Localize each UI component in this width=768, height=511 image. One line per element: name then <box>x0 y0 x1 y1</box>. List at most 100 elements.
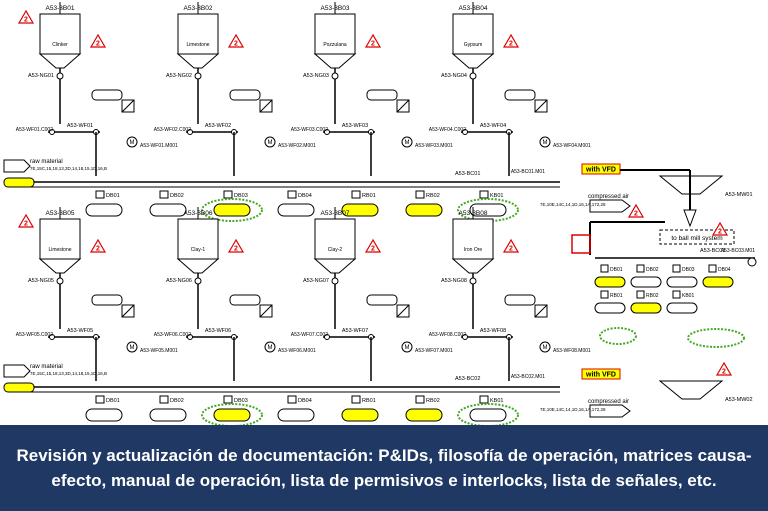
silo-1-2 <box>314 218 356 260</box>
sensor-tag-0-4: RB01 <box>362 193 376 199</box>
gate-valve-0-1 <box>194 72 202 80</box>
bc03-sensor-oval-2 <box>666 276 698 288</box>
raw-material-tag-0 <box>3 177 35 188</box>
bc03-sensor-box-1 <box>636 264 645 273</box>
motor-tag-0-0: A53-WF01.M001 <box>140 143 178 149</box>
motor-label-1-2: M <box>405 345 410 351</box>
bc03-tag: A53-BC03 <box>700 248 725 254</box>
motor-tag-0-3: A53-WF04.M001 <box>553 143 591 149</box>
bc03-sensor-oval-3 <box>702 276 734 288</box>
vfd-label-0: with VFD <box>585 167 616 174</box>
transmitter-diag-0-3 <box>534 99 548 113</box>
instrument-box-1-3 <box>504 294 536 306</box>
sensor-tag-0-5: RB02 <box>426 193 440 199</box>
gate-valve-1-0 <box>56 277 64 285</box>
motor-label-1-3: M <box>543 345 548 351</box>
gate-valve-0-0 <box>56 72 64 80</box>
feeder-tag-0-1: A53-WF02 <box>205 123 231 129</box>
silo-tag-1-0: A53-3B05 <box>46 210 75 217</box>
motor-tag-1-3: A53-WF08.M001 <box>553 348 591 354</box>
bc03-sensor-tag-4: RB01 <box>610 293 623 299</box>
feeder-pulley-0-2 <box>324 129 330 135</box>
vfd-label-1: with VFD <box>585 372 616 379</box>
sensor-tag-0-2: DB03 <box>234 193 248 199</box>
silo-0-2 <box>314 13 356 55</box>
feeder-pulley-1-0 <box>49 334 55 340</box>
motor-label-0-1: M <box>268 140 273 146</box>
gate-tag-1-3: A53-NG08 <box>441 278 467 284</box>
transmitter-diag-1-3 <box>534 304 548 318</box>
gate-valve-1-3 <box>469 277 477 285</box>
revision-triangle-right-2-text: 2 <box>722 369 726 376</box>
silo-1-3 <box>452 218 494 260</box>
revision-triangle-top-left <box>17 9 35 24</box>
sensor-tag-1-6: KB01 <box>490 398 503 404</box>
gate-tag-1-2: A53-NG07 <box>303 278 329 284</box>
bc03-cloud-1 <box>599 327 637 345</box>
motor-0-0 <box>126 136 138 148</box>
revision-triangle-1-1 <box>227 238 245 253</box>
compressed-air-label-0: compressed air <box>588 194 629 200</box>
vfd-box-1 <box>581 368 621 380</box>
silo-cone-0-3 <box>451 53 495 69</box>
raw-material-line-0: 7E,15C,15,18,13,3D,14,18,15,1D,16,B <box>30 166 107 171</box>
feeder-pulley-0-3 <box>462 129 468 135</box>
feeder-tag-0-3: A53-WF04 <box>480 123 506 129</box>
feeder-pulley-1-2 <box>324 334 330 340</box>
feeder-pulley-0-0 <box>49 129 55 135</box>
revision-triangle-mid-left <box>17 213 35 228</box>
revision-triangle-right-1-text: 2 <box>634 211 638 218</box>
bc03-sensor-tag-5: RB02 <box>646 293 659 299</box>
gate-valve-1-1 <box>194 277 202 285</box>
bc03-sensor-box-6 <box>672 290 681 299</box>
instrument-box-0-0 <box>91 89 123 101</box>
cloud-1-6 <box>457 403 519 427</box>
sensor-box-1-4 <box>351 395 361 404</box>
valve-tag-1-2: A53-WF07.C002 <box>291 332 328 338</box>
sensor-oval-0-1 <box>149 203 187 217</box>
revision-triangle-0-2 <box>364 33 382 48</box>
motor-1-0 <box>126 341 138 353</box>
motor-label-0-3: M <box>543 140 548 146</box>
revision-triangle-1-2 <box>364 238 382 253</box>
raw-material-label-1: raw material <box>30 364 63 370</box>
sensor-tag-1-0: DB01 <box>106 398 120 404</box>
silo-cone-0-2 <box>313 53 357 69</box>
cloud-1-2 <box>201 403 263 427</box>
motor-0-2 <box>401 136 413 148</box>
silo-tag-0-1: A53-3B02 <box>184 5 213 12</box>
sensor-oval-0-4 <box>341 203 379 217</box>
instrument-box-1-0 <box>91 294 123 306</box>
raw-material-line-1: 7E,15C,15,18,13,3D,14,18,15,1D,16,B <box>30 371 107 376</box>
sensor-box-1-2 <box>223 395 233 404</box>
gate-valve-0-2 <box>331 72 339 80</box>
silo-tag-1-2: A53-3B07 <box>321 210 350 217</box>
mill-tag-1: A53-MW02 <box>725 397 753 403</box>
motor-label-1-0: M <box>130 345 135 351</box>
revision-triangle-0-1-text: 2 <box>234 41 238 48</box>
bc03-drive-tag: A53-BC03.M01 <box>721 248 755 254</box>
sensor-box-0-2 <box>223 190 233 199</box>
sensor-tag-1-1: DB02 <box>170 398 184 404</box>
sensor-oval-1-5 <box>405 408 443 422</box>
sensor-box-0-5 <box>415 190 425 199</box>
gate-tag-1-0: A53-NG05 <box>28 278 54 284</box>
sensor-oval-1-1 <box>149 408 187 422</box>
valve-tag-0-3: A53-WF04.C002 <box>429 127 466 133</box>
revision-triangle-1-1-text: 2 <box>234 246 238 253</box>
silo-material-1-3: Iron Ore <box>464 247 483 253</box>
silo-material-0-1: Limestone <box>186 42 209 48</box>
silo-1-1 <box>177 218 219 260</box>
bc03-sensor-oval-5 <box>630 302 662 314</box>
feeder-tag-0-2: A53-WF03 <box>342 123 368 129</box>
transmitter-diag-0-1 <box>259 99 273 113</box>
motor-1-1 <box>264 341 276 353</box>
bc03-sensor-box-0 <box>600 264 609 273</box>
instrument-box-1-1 <box>229 294 261 306</box>
revision-triangle-1-3 <box>502 238 520 253</box>
bc03-sensor-oval-6 <box>666 302 698 314</box>
silo-tag-1-1: A53-3B06 <box>184 210 213 217</box>
valve-tag-1-3: A53-WF08.C002 <box>429 332 466 338</box>
